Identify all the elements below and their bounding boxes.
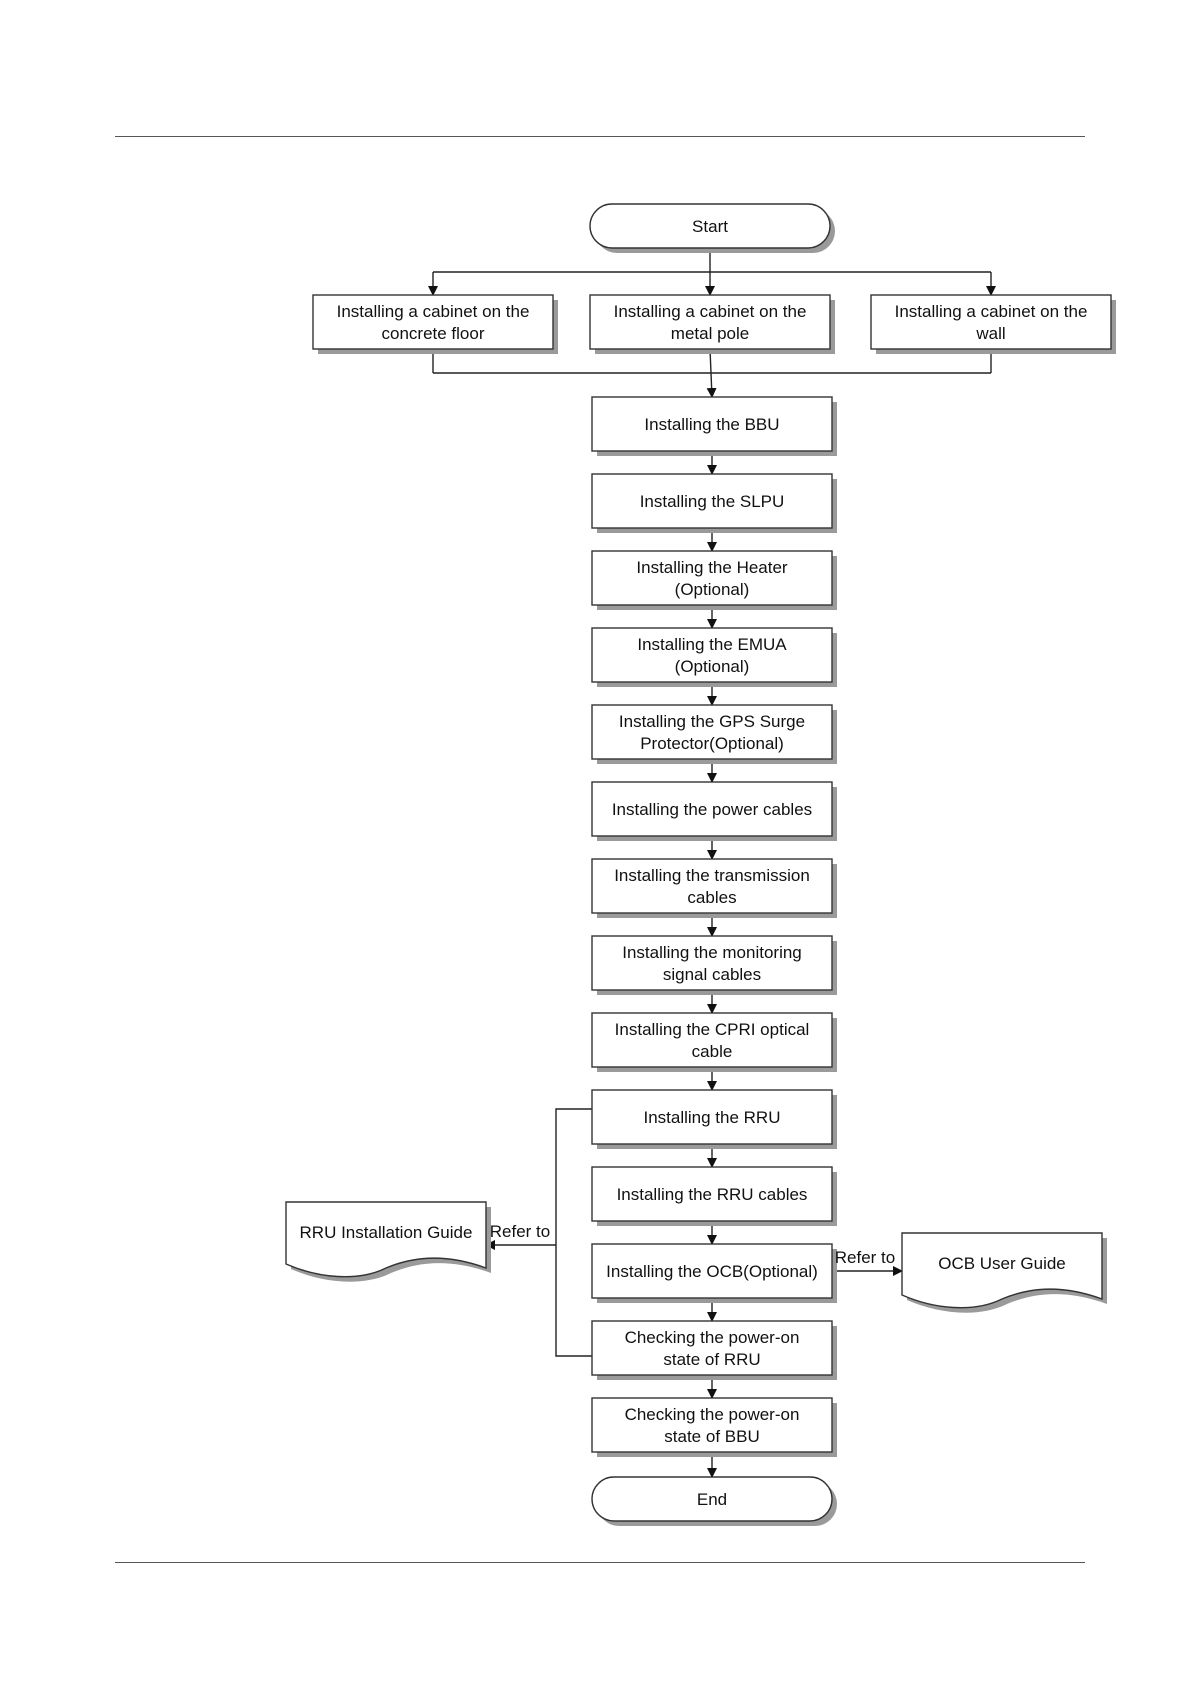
node-heater: Installing the Heater (Optional) <box>591 550 837 610</box>
node-label: Installing a cabinet on the <box>895 302 1088 321</box>
node-label: OCB User Guide <box>938 1254 1066 1273</box>
node-box <box>589 294 831 350</box>
node-label: Installing the RRU cables <box>617 1185 808 1204</box>
connector-to-bbu <box>706 348 717 398</box>
node-label: Installing the EMUA <box>637 635 787 654</box>
node-box <box>591 396 833 452</box>
node-label: cable <box>692 1042 733 1061</box>
node-bbu: Installing the BBU <box>591 396 837 456</box>
connector-rru-bracket <box>555 1108 592 1357</box>
node-label: Installing the Heater <box>636 558 788 577</box>
node-check-rru: Checking the power-on state of RRU <box>591 1320 837 1380</box>
node-label: Installing a cabinet on the <box>614 302 807 321</box>
node-start: Start <box>589 203 835 253</box>
node-box <box>591 1012 833 1068</box>
node-box <box>591 550 833 606</box>
node-label: concrete floor <box>382 324 485 343</box>
node-cabinet-wall: Installing a cabinet on the wall <box>870 294 1116 354</box>
node-check-bbu: Checking the power-on state of BBU <box>591 1397 837 1457</box>
node-rru: Installing the RRU <box>591 1089 837 1149</box>
node-label: wall <box>975 324 1005 343</box>
node-transmission: Installing the transmission cables <box>591 858 837 918</box>
node-label: state of RRU <box>663 1350 760 1369</box>
node-label: Checking the power-on <box>625 1405 800 1424</box>
node-power: Installing the power cables <box>591 781 837 841</box>
node-label: cables <box>687 888 736 907</box>
node-cabinet-floor: Installing a cabinet on the concrete floo… <box>312 294 558 354</box>
node-label: Installing a cabinet on the <box>337 302 530 321</box>
refer-to-label-right: Refer to <box>835 1248 895 1267</box>
node-label: Checking the power-on <box>625 1328 800 1347</box>
node-slpu: Installing the SLPU <box>591 473 837 533</box>
refer-to-label-left: Refer to <box>490 1222 550 1241</box>
terminal-shape <box>591 1476 833 1522</box>
node-box <box>591 935 833 991</box>
node-emua: Installing the EMUA (Optional) <box>591 627 837 687</box>
node-box <box>591 473 833 529</box>
node-label: Installing the transmission <box>614 866 810 885</box>
node-label: Installing the OCB(Optional) <box>606 1262 818 1281</box>
node-label: Installing the RRU <box>643 1108 780 1127</box>
node-box <box>591 1243 833 1299</box>
node-label: (Optional) <box>675 657 750 676</box>
node-label: Installing the GPS Surge <box>619 712 805 731</box>
node-label: End <box>697 1490 727 1509</box>
document-shape <box>901 1232 1103 1309</box>
node-label: Protector(Optional) <box>640 734 784 753</box>
node-box <box>591 1320 833 1376</box>
connector-labels: Refer to Refer to <box>490 1222 895 1267</box>
node-label: Installing the power cables <box>612 800 812 819</box>
footer-rule <box>115 1562 1085 1563</box>
node-box <box>591 1166 833 1222</box>
node-box <box>870 294 1112 350</box>
node-label: metal pole <box>671 324 749 343</box>
node-label: (Optional) <box>675 580 750 599</box>
node-end: End <box>591 1476 837 1526</box>
document-shape <box>285 1201 487 1278</box>
node-ocb: Installing the OCB(Optional) <box>591 1243 837 1303</box>
node-label: Installing the BBU <box>644 415 779 434</box>
node-label: state of BBU <box>664 1427 759 1446</box>
node-box <box>591 1397 833 1453</box>
node-box <box>591 858 833 914</box>
node-rru-guide: RRU Installation Guide <box>285 1201 491 1282</box>
node-label: Installing the monitoring <box>622 943 802 962</box>
node-box <box>591 1089 833 1145</box>
terminal-shape <box>589 203 831 249</box>
node-cpri: Installing the CPRI optical cable <box>591 1012 837 1072</box>
node-label: Installing the SLPU <box>640 492 785 511</box>
node-box <box>312 294 554 350</box>
node-monitoring: Installing the monitoring signal cables <box>591 935 837 995</box>
node-label: RRU Installation Guide <box>300 1223 473 1242</box>
node-cabinet-pole: Installing a cabinet on the metal pole <box>589 294 835 354</box>
node-gps: Installing the GPS SurgeProtector(Option… <box>591 704 837 764</box>
node-label: signal cables <box>663 965 761 984</box>
node-rru-cables: Installing the RRU cables <box>591 1166 837 1226</box>
node-box <box>591 627 833 683</box>
header-rule <box>115 136 1085 137</box>
node-box <box>591 781 833 837</box>
node-label: Installing the CPRI optical <box>615 1020 810 1039</box>
node-label: Start <box>692 217 728 236</box>
node-box <box>591 704 833 760</box>
node-ocb-guide: OCB User Guide <box>901 1232 1107 1313</box>
